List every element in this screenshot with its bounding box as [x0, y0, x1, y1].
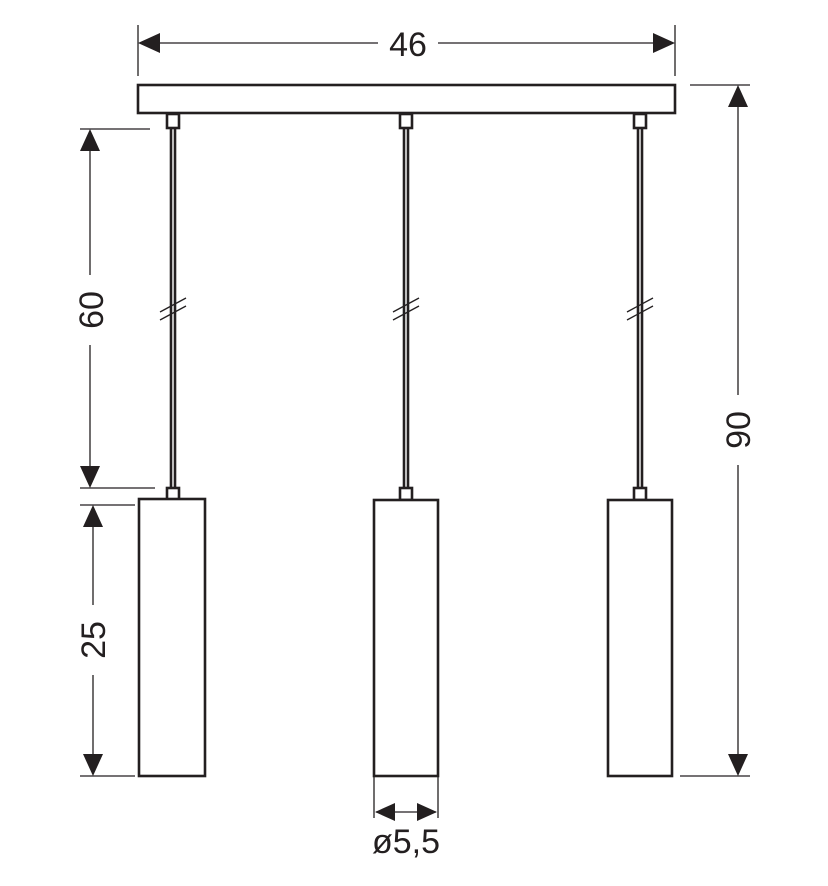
width-label: 46 [389, 26, 427, 64]
cord-label: 60 [73, 291, 111, 329]
width-dimension: 46 [137, 25, 676, 76]
total-height-label: 90 [720, 411, 758, 449]
arrow-down-icon [728, 754, 748, 776]
pendant-right [606, 112, 674, 778]
canopy-bar [136, 83, 677, 115]
arrow-up-icon [83, 505, 103, 527]
shade-height-label: 25 [75, 621, 113, 659]
arrow-left-icon [138, 33, 160, 53]
diameter-label: ø5,5 [372, 823, 440, 861]
shade-right [606, 498, 674, 778]
shade-middle [372, 498, 440, 778]
shade-left [137, 497, 207, 778]
pendant-left [137, 112, 207, 778]
cord-dimension: 60 [73, 128, 155, 489]
diameter-dimension: ø5,5 [372, 776, 440, 861]
arrow-up-icon [80, 129, 100, 151]
arrow-down-icon [80, 466, 100, 488]
total-height-dimension: 90 [680, 84, 758, 777]
arrow-up-icon [728, 85, 748, 107]
arrow-right-icon [653, 33, 675, 53]
pendant-middle [372, 112, 440, 778]
shade-height-dimension: 25 [75, 504, 135, 777]
arrow-left-icon [375, 803, 395, 821]
arrow-right-icon [417, 803, 437, 821]
arrow-down-icon [83, 754, 103, 776]
